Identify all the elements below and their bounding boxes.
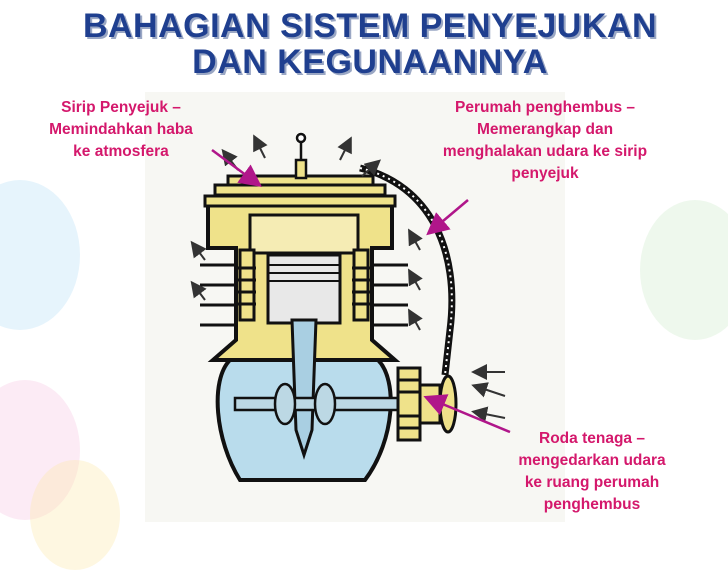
label-line: mengedarkan udara	[518, 452, 666, 469]
valves	[238, 248, 370, 322]
pointer-roda	[423, 394, 511, 434]
pointer-perumah	[426, 199, 469, 236]
label-roda-tenaga: Roda tenaga – mengedarkan udara ke ruang…	[482, 428, 702, 516]
label-sirip-penyejuk: Sirip Penyejuk – Memindahkan haba ke atm…	[6, 97, 236, 163]
label-line: Memindahkan haba	[49, 121, 193, 138]
label-line: Perumah penghembus –	[454, 99, 635, 116]
label-line: penghembus	[543, 496, 641, 513]
air-flow-arrow-icon	[190, 134, 506, 423]
title-line-1: BAHAGIAN SISTEM PENYEJUKAN	[82, 7, 658, 45]
label-line: Memerangkap dan	[476, 121, 614, 138]
title-line-2: DAN KEGUNAANNYA	[192, 43, 548, 81]
piston	[266, 253, 342, 325]
combustion-chamber	[248, 213, 360, 255]
spark-plug-icon	[294, 132, 308, 180]
label-line: ke ruang perumah	[524, 474, 660, 491]
background-balloon	[640, 200, 728, 340]
pointer-sirip	[211, 148, 263, 187]
label-line: ke atmosfera	[73, 143, 169, 160]
page-title: BAHAGIAN SISTEM PENYEJUKAN DAN KEGUNAANN…	[40, 8, 700, 80]
label-line: Sirip Penyejuk –	[61, 99, 181, 116]
label-line: penyejuk	[511, 165, 579, 182]
label-line: menghalakan udara ke sirip	[442, 143, 648, 160]
cooling-system-diagram	[145, 92, 565, 522]
label-line: Roda tenaga –	[539, 430, 645, 447]
label-perumah-penghembus: Perumah penghembus – Memerangkap dan men…	[390, 97, 700, 185]
cooling-fins	[203, 174, 397, 208]
